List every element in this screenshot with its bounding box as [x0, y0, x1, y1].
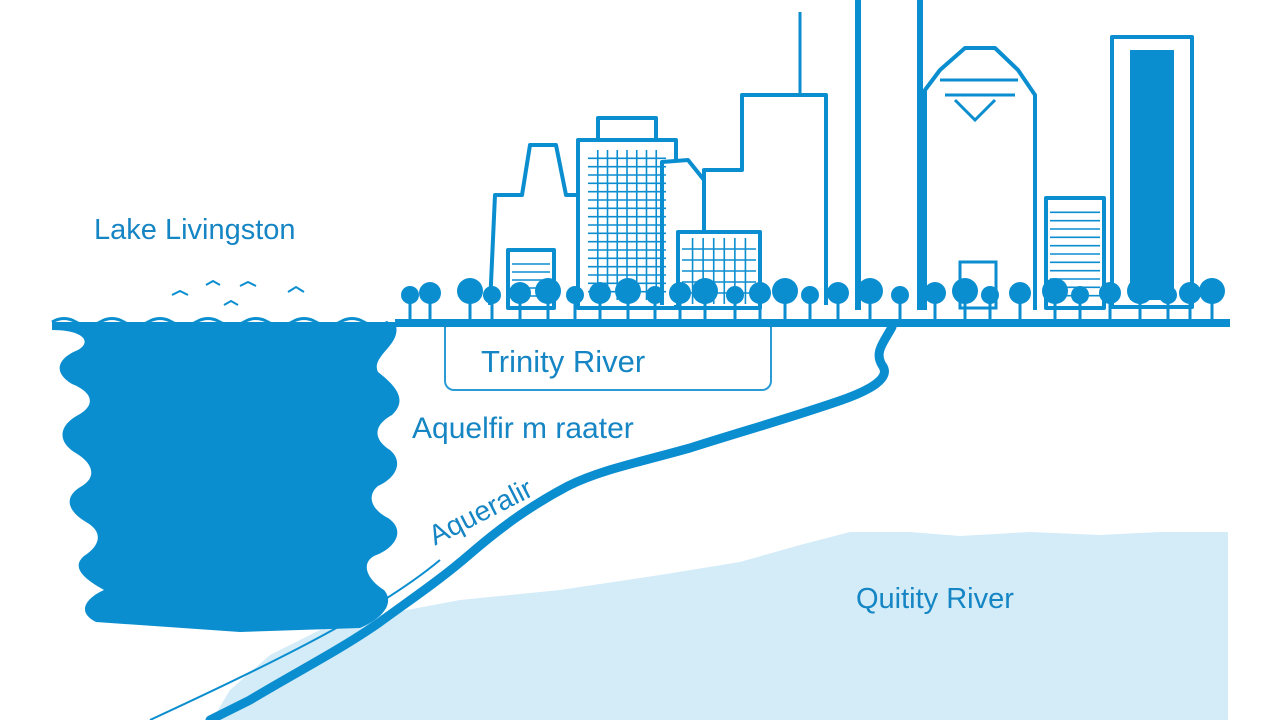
city-skyline — [488, 35, 1194, 310]
ground-line — [395, 319, 1230, 327]
aquifer-upper-label: Aquelfir m raater — [412, 412, 634, 445]
lower-river-label: Quitity River — [856, 583, 1014, 615]
skyline-details — [798, 0, 1174, 310]
lake-livingston-label: Lake Livingston — [94, 214, 296, 246]
tree-line — [401, 278, 1225, 320]
river-bank-line — [149, 559, 441, 720]
trinity-river-label: Trinity River — [481, 344, 646, 379]
birds — [171, 279, 305, 306]
river-channel — [205, 322, 897, 720]
lake-surface-waves — [51, 317, 389, 327]
lower-water-body — [212, 532, 1228, 720]
trinity-river-box — [444, 327, 772, 391]
lake-body — [52, 322, 400, 632]
